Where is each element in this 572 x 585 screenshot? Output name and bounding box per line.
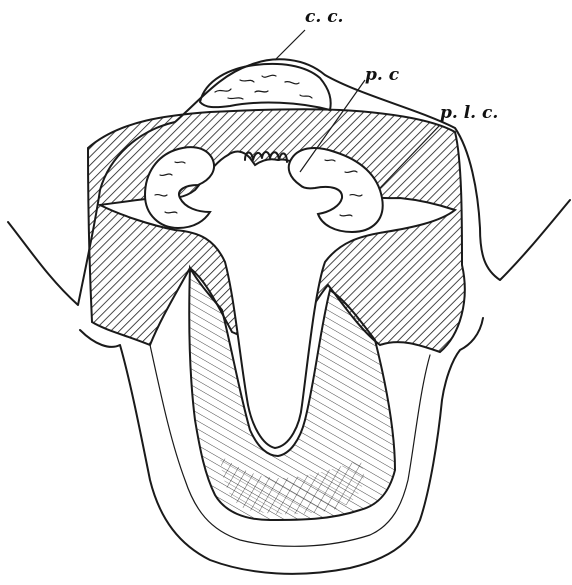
- cc-leader: [275, 30, 305, 60]
- crest-texture: [215, 75, 312, 99]
- label-plc: p. l. c.: [440, 103, 498, 123]
- label-cc: c. c.: [305, 7, 343, 27]
- cranial-crest: [200, 64, 331, 110]
- label-pc: p. c: [365, 65, 400, 85]
